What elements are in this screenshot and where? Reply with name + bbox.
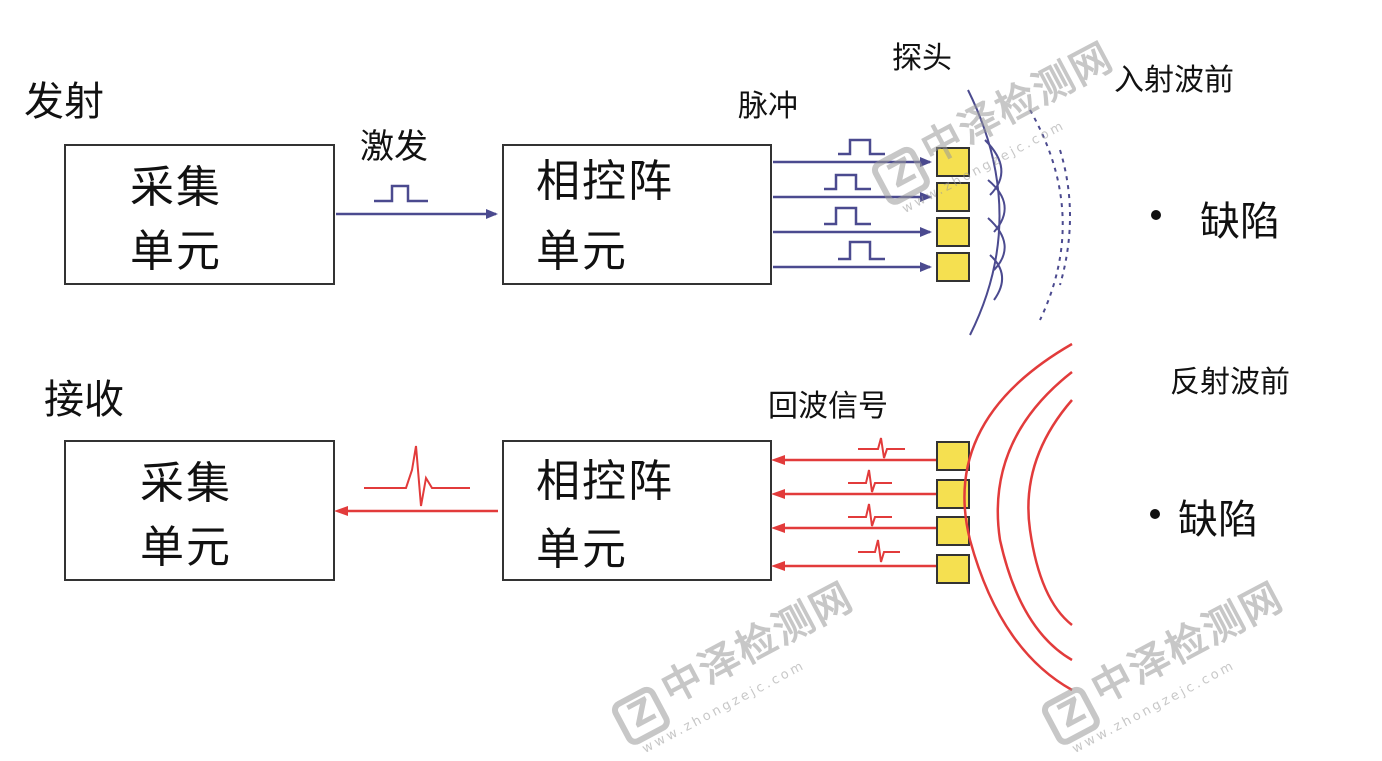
rx-probe-element-1	[936, 441, 970, 471]
tx-pulse-2-icon	[824, 173, 871, 191]
echo-signal-label: 回波信号	[768, 389, 888, 424]
tx-pa-line2: 单元	[536, 226, 628, 277]
rx-acquisition-unit: 采集 单元	[64, 440, 335, 581]
rx-probe-array	[936, 441, 970, 584]
tx-acquisition-unit: 采集 单元	[64, 144, 335, 285]
tx-acq-line1: 采集	[130, 162, 222, 213]
tx-pulse-4-icon	[838, 240, 885, 261]
reflected-wavefronts	[963, 342, 1073, 692]
excite-pulse-icon	[374, 184, 428, 203]
tx-defect-label: 缺陷	[1200, 199, 1280, 245]
tx-acq-line2: 单元	[130, 226, 222, 277]
tx-wave-arc-2	[984, 139, 1003, 196]
pulse-label: 脉冲	[738, 89, 798, 124]
rx-echo-arrows	[771, 437, 936, 571]
tx-pulse-1-icon	[838, 138, 885, 156]
rx-phased-array-unit: 相控阵 单元	[502, 440, 772, 581]
incident-wavefront-label: 入射波前	[1114, 63, 1234, 98]
tx-wave-dotted-2	[1059, 149, 1071, 286]
tx-probe-element-4	[936, 252, 970, 282]
tx-wave-arc-5	[989, 254, 1003, 301]
rx-pa-line2: 单元	[536, 524, 628, 575]
incident-wavefronts	[967, 89, 1006, 336]
tx-pulse-3-icon	[824, 206, 871, 226]
rx-probe-element-4	[936, 554, 970, 584]
receive-title: 接收	[44, 377, 124, 423]
rx-acq-line2: 单元	[140, 522, 232, 573]
rx-echo-3-icon	[848, 503, 892, 527]
excite-label: 激发	[360, 127, 428, 167]
probe-label: 探头	[892, 41, 952, 76]
rx-echo-2-icon	[848, 469, 892, 493]
tx-probe-element-1	[936, 147, 970, 177]
tx-wave-arc-3	[987, 179, 1006, 233]
rx-defect-label: 缺陷	[1178, 497, 1258, 543]
tx-probe-element-2	[936, 182, 970, 212]
tx-phased-array-unit: 相控阵 单元	[502, 144, 772, 285]
rx-acq-line1: 采集	[140, 458, 232, 509]
rx-wave-arc-2	[996, 371, 1073, 662]
rx-pa-line1: 相控阵	[536, 456, 674, 507]
tx-probe-array	[936, 147, 970, 282]
diagram-graphics	[334, 89, 1161, 692]
transmit-title: 发射	[24, 79, 104, 125]
incident-wavefronts-dotted	[1029, 109, 1071, 321]
rx-defect-dot	[1150, 509, 1160, 519]
tx-pa-line1: 相控阵	[536, 156, 674, 207]
rx-echo-1-icon	[858, 437, 905, 459]
tx-probe-element-3	[936, 217, 970, 247]
rx-probe-element-3	[936, 516, 970, 546]
rx-wave-arc-1	[963, 342, 1073, 692]
tx-wave-dotted-1	[1029, 109, 1064, 321]
tx-defect-dot	[1151, 210, 1161, 220]
tx-wave-arc-1	[967, 89, 1001, 336]
reflected-wavefront-label: 反射波前	[1170, 365, 1290, 400]
rx-echo-4-icon	[858, 539, 900, 563]
rx-wave-arc-3	[1027, 399, 1073, 626]
rx-echo-waveform-icon	[364, 445, 470, 507]
